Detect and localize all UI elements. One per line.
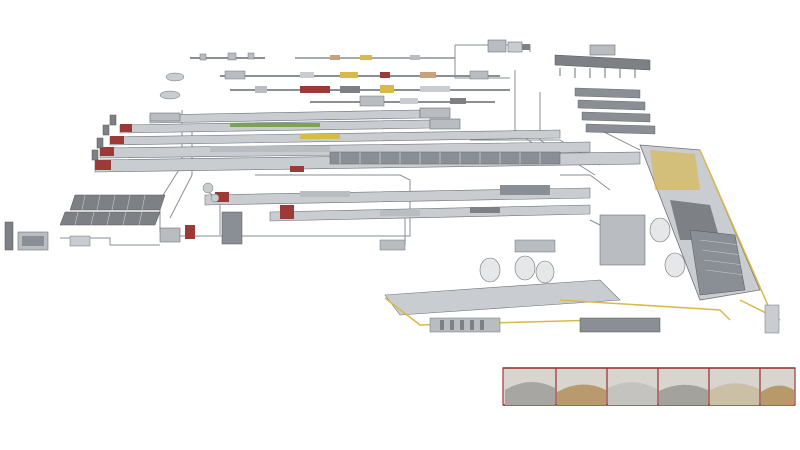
- left-storage-racks: [59, 194, 166, 226]
- bin-3: [608, 382, 657, 405]
- lower-process-area: [384, 239, 731, 333]
- bin-6: [761, 385, 794, 405]
- upper-right-packaging: [554, 44, 656, 135]
- bin-4: [659, 384, 708, 405]
- main-process-lines: [91, 107, 641, 222]
- storage-bins: [502, 367, 796, 406]
- intake-equipment: [4, 211, 406, 251]
- main-plant-area: [599, 144, 781, 334]
- bin-5: [710, 383, 759, 405]
- top-process-lines: [159, 39, 530, 107]
- bin-2: [557, 384, 606, 405]
- bin-1: [505, 381, 555, 405]
